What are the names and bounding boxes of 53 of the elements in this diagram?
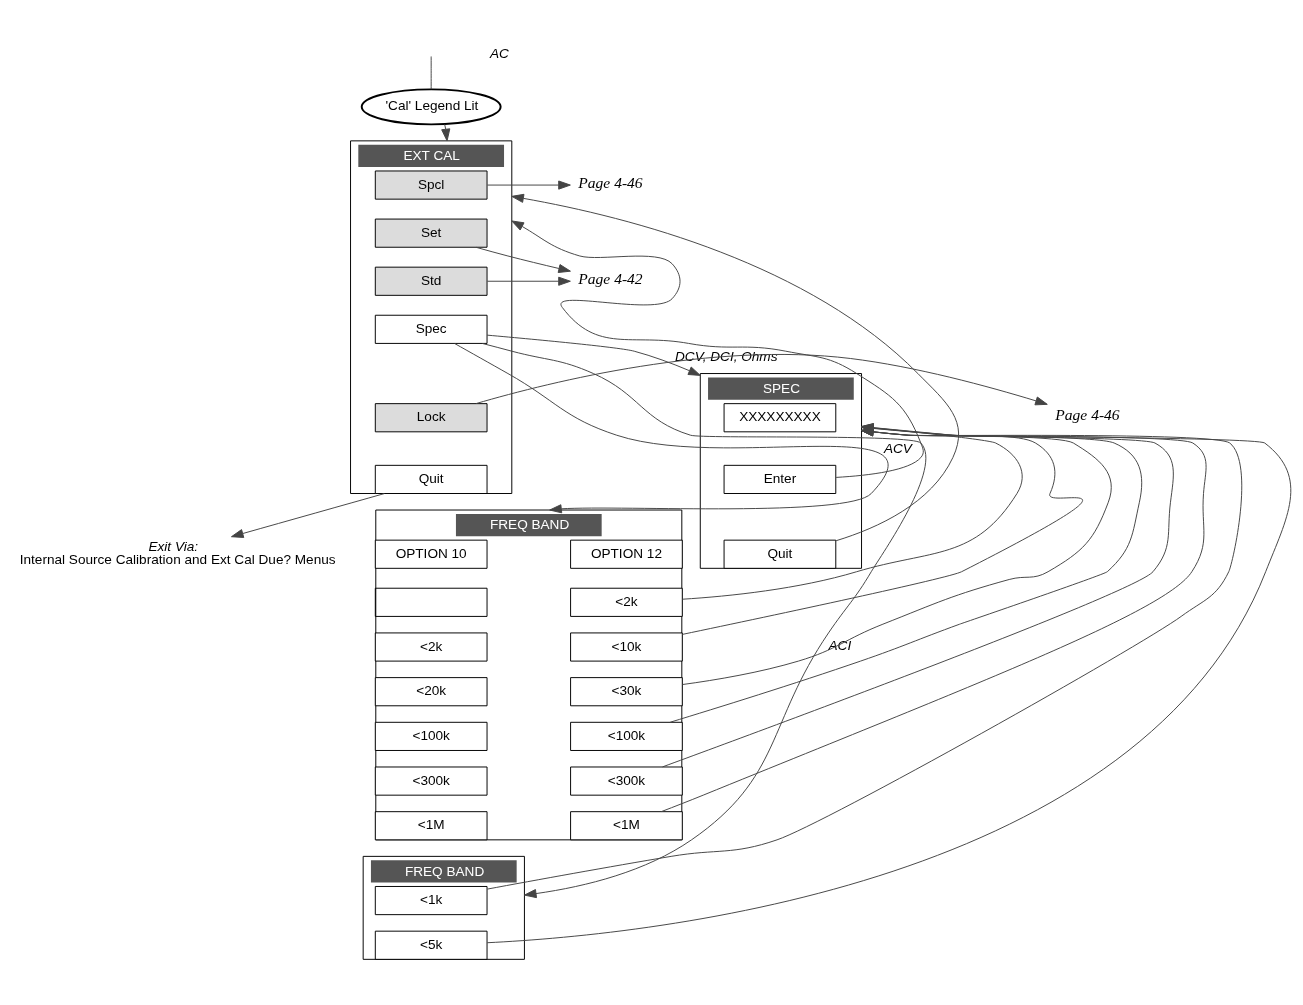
- edge-label: ACV: [883, 440, 912, 456]
- node-text: Page 4-46: [578, 173, 643, 191]
- node-box: Quit: [374, 464, 488, 494]
- arrow: [475, 246, 571, 273]
- arrow: [669, 423, 1143, 723]
- node-box: <300k: [570, 766, 683, 796]
- node-box: <300k: [374, 766, 488, 796]
- arrow: [441, 123, 451, 142]
- node-box: <1M: [374, 811, 488, 841]
- node-ellipse: 'Cal' Legend Lit: [360, 88, 502, 126]
- node-box: <100k: [570, 721, 683, 751]
- node-box: Enter: [723, 464, 837, 494]
- arrow: [511, 193, 960, 542]
- node-box: <20k: [374, 677, 488, 707]
- node-box: Quit: [723, 539, 837, 569]
- node-box: <2k: [570, 587, 683, 617]
- arrow: [486, 276, 571, 286]
- node-box: [374, 587, 488, 617]
- label: AC: [489, 46, 509, 61]
- connector: [430, 56, 432, 90]
- node-box: <100k: [374, 721, 488, 751]
- node-box: <30k: [570, 677, 683, 707]
- arrow: [511, 220, 924, 478]
- node-box: OPTION 10: [374, 539, 488, 569]
- node-text: Page 4-46: [1055, 406, 1120, 424]
- arrow: [475, 353, 1048, 406]
- node-box: Std: [374, 266, 488, 296]
- arrow: [662, 427, 1174, 768]
- arrow: [486, 427, 1243, 890]
- node-box: <10k: [570, 632, 683, 662]
- arrow: [454, 343, 889, 514]
- node-box: <5k: [374, 930, 488, 960]
- arrow: [660, 427, 1207, 813]
- arrow: [682, 423, 1083, 635]
- arrow: [486, 427, 1292, 944]
- node-box: <1k: [374, 886, 488, 916]
- node-box: Spec: [374, 314, 488, 344]
- arrow: [486, 180, 571, 190]
- arrow: [486, 334, 701, 376]
- node-box: XXXXXXXXX: [723, 403, 837, 433]
- node-text: Exit Via: Internal Source Calibration and Ext Cal Due? Menus: [19, 538, 336, 568]
- node-box: Spcl: [374, 170, 488, 200]
- node-box: Set: [374, 218, 488, 248]
- node-box: Lock: [374, 403, 488, 433]
- arrow: [481, 342, 927, 899]
- node-text: Page 4-42: [578, 269, 643, 287]
- node-box: <2k: [374, 632, 488, 662]
- arrow: [681, 423, 1023, 600]
- edge-label: DCV, DCI, Ohms: [675, 349, 778, 365]
- arrow: [682, 423, 1112, 685]
- node-box: OPTION 12: [570, 539, 683, 569]
- arrow: [230, 493, 385, 538]
- node-box: <1M: [570, 811, 683, 841]
